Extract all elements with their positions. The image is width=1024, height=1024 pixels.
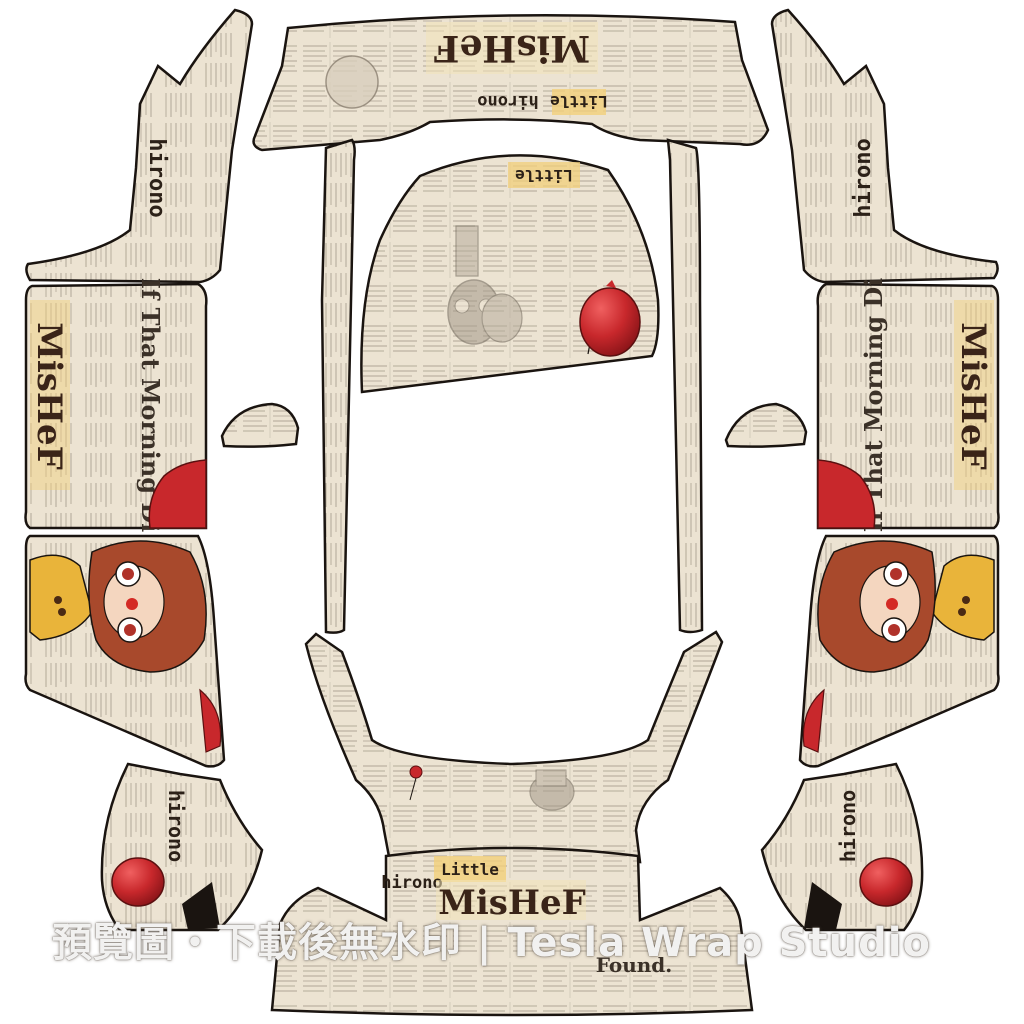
ransom-backdrop — [426, 22, 598, 74]
svg-text:MisHeF: MisHeF — [953, 322, 993, 470]
svg-text:hirono: hirono — [477, 91, 538, 111]
right-quarter-character-text: hirono — [836, 790, 860, 862]
right-rear-quarter-panel: hirono — [760, 762, 924, 932]
left-fender-character-text: hirono — [144, 138, 169, 217]
left-a-pillar-strip — [320, 138, 356, 634]
left-quarter-dark-notch — [182, 882, 220, 930]
svg-text:hirono: hirono — [836, 790, 860, 862]
left-quarter-character-text: hirono — [164, 790, 188, 862]
right-door-ransom-backdrop — [954, 300, 994, 490]
right-front-door-panel: MisHeF If That Morning Di — [816, 278, 1000, 532]
rear-bumper-prefix-text: Little — [441, 860, 499, 879]
left-front-door-panel: MisHeF If That Morning Di — [24, 278, 208, 532]
rear-bumper-character-text: hirono — [381, 873, 442, 893]
svg-text:Little: Little — [515, 166, 573, 185]
hood-tag-backdrop — [508, 162, 580, 188]
left-door-brand-logo: MisHeF — [29, 322, 69, 470]
rear-ransom-backdrop — [436, 880, 586, 920]
left-hirono-character — [29, 540, 207, 673]
right-fender-character-text: hirono — [851, 138, 876, 217]
left-rear-balloon-shape — [199, 688, 222, 753]
hood-tag: Little — [515, 166, 573, 185]
bumper-brand-logo: MisHeF — [433, 27, 590, 69]
bumper-tag-row: Little hirono — [477, 89, 608, 115]
trunk-panel — [304, 630, 724, 864]
front-bumper-panel: MisHeF Little hirono — [252, 14, 770, 152]
hood-panel: Little — [360, 154, 660, 394]
left-rear-quarter-panel: hirono — [100, 762, 264, 932]
rear-bumper-panel: Little hirono MisHeF Found. — [270, 846, 754, 1017]
right-quarter-dark-notch — [804, 882, 842, 930]
right-hirono-character — [817, 540, 995, 673]
trunk-figure-sketch — [529, 769, 575, 811]
svg-text:Little: Little — [550, 92, 608, 111]
svg-text:hirono: hirono — [144, 138, 169, 217]
rear-bumper-brand-logo: MisHeF — [438, 883, 586, 923]
trunk-small-balloon-icon — [409, 765, 423, 801]
hood-balloon-icon — [579, 280, 641, 357]
hood-figure-sketch — [447, 225, 523, 345]
svg-text:hirono: hirono — [851, 138, 876, 217]
right-door-brand-logo: MisHeF — [953, 322, 993, 470]
svg-text:MisHeF: MisHeF — [433, 27, 590, 69]
right-rear-balloon-shape — [802, 688, 825, 753]
right-door-balloon-shape — [817, 459, 876, 529]
stamp-seal-icon — [325, 55, 379, 109]
right-mirror-panel — [724, 402, 808, 448]
left-quarter-balloon-icon — [111, 857, 165, 907]
right-front-fender-panel: hirono — [770, 8, 999, 284]
svg-text:MisHeF: MisHeF — [29, 322, 69, 470]
svg-text:hirono: hirono — [164, 790, 188, 862]
rear-tag-backdrop — [434, 856, 506, 882]
right-a-pillar-strip — [666, 138, 704, 634]
left-door-ransom-backdrop — [30, 300, 70, 490]
left-front-fender-panel: hirono — [25, 8, 254, 284]
left-mirror-panel — [220, 402, 300, 448]
left-door-balloon-shape — [148, 459, 207, 529]
right-rear-door-panel — [798, 534, 1000, 768]
rear-bumper-found-text: Found. — [596, 953, 672, 977]
left-rear-door-panel — [24, 534, 226, 768]
right-quarter-balloon-icon — [859, 857, 913, 907]
